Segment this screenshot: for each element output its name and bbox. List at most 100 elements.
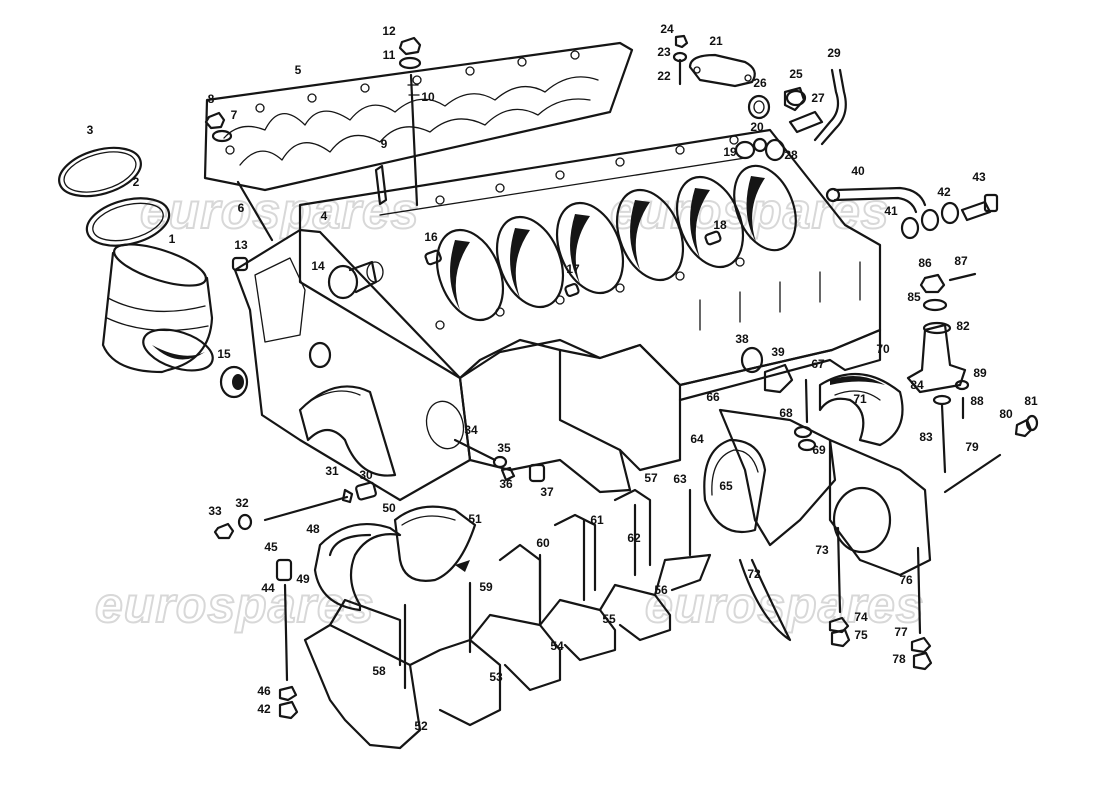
callout-30: 30 [359,468,373,482]
cover-plate-21 [688,53,756,88]
seal-72 [738,558,792,642]
callout-71: 71 [853,392,867,406]
callout-22: 22 [657,69,671,83]
nut-24 [674,34,689,49]
bolt-88-89 [954,379,970,420]
plug-13 [231,256,249,272]
callout-72: 72 [747,567,761,581]
callout-31: 31 [325,464,339,478]
dowel-18 [704,230,722,246]
liner-o-ring [58,146,142,198]
main-bearing-shell-50-51 [393,505,477,582]
callout-78: 78 [892,652,906,666]
callout-42: 42 [937,185,951,199]
callout-37: 37 [540,485,554,499]
washer-23 [672,51,688,63]
callout-20: 20 [750,120,764,134]
callout-18: 18 [713,218,727,232]
cylinder-head-stud [407,73,420,207]
nut-46-42 [278,685,299,720]
gasket-84 [932,394,952,406]
callout-19: 19 [723,145,737,159]
callout-44: 44 [261,581,275,595]
callout-4: 4 [321,209,328,223]
plug-14 [327,260,384,300]
housing-82 [906,321,967,394]
callout-79: 79 [965,440,979,454]
callout-61: 61 [590,513,604,527]
banjo-bolt-43 [960,193,999,222]
callout-41: 41 [884,204,898,218]
callout-15: 15 [217,347,231,361]
callout-39: 39 [771,345,785,359]
nut-80-81 [1014,414,1039,438]
callout-38: 38 [735,332,749,346]
callout-54: 54 [550,639,564,653]
rear-main-cap-70-71 [818,373,904,447]
plug-15 [219,365,249,399]
callout-40: 40 [851,164,865,178]
nut-77-78 [910,636,933,671]
callout-26: 26 [753,76,767,90]
watermark-text-3: eurospares [95,577,375,633]
cylinder-liner [101,243,214,374]
callout-80: 80 [999,407,1013,421]
callout-5: 5 [295,63,302,77]
callout-49: 49 [296,572,310,586]
callout-60: 60 [536,536,550,550]
union-19-20 [734,137,768,160]
callout-88: 88 [970,394,984,408]
callout-27: 27 [811,91,825,105]
watermark-text-4: eurospares [645,577,925,633]
callout-74: 74 [854,610,868,624]
callout-84: 84 [910,378,924,392]
main-cap-studs [403,488,692,690]
callout-68: 68 [779,406,793,420]
nut-33 [213,522,235,540]
pipe-29 [813,68,847,146]
sleeve-30 [355,481,377,501]
callout-64: 64 [690,432,704,446]
washer-32 [237,513,253,531]
plug-25 [783,86,807,112]
callout-45: 45 [264,540,278,554]
callout-29: 29 [827,46,841,60]
callout-10: 10 [421,90,435,104]
callout-28: 28 [784,148,798,162]
callout-46: 46 [257,684,271,698]
callout-12: 12 [382,24,396,38]
washers-41-42 [900,201,960,240]
callout-42: 42 [257,702,271,716]
callout-82: 82 [956,319,970,333]
callout-81: 81 [1024,394,1038,408]
stud-79 [943,453,1002,494]
stud-83 [940,403,947,474]
watermark-text-1: eurospares [140,183,420,239]
dowel-17 [564,282,580,298]
stud-73 [836,526,842,614]
callout-58: 58 [372,664,386,678]
callout-63: 63 [673,472,687,486]
dowel-16 [424,249,442,266]
callout-73: 73 [815,543,829,557]
callout-23: 23 [657,45,671,59]
callout-35: 35 [497,441,511,455]
washer-85 [922,298,948,312]
stud-nut [398,36,422,56]
callout-14: 14 [311,259,325,273]
callout-13: 13 [234,238,248,252]
callout-33: 33 [208,504,222,518]
washer-26 [747,94,771,120]
nut-74-75 [828,616,851,648]
callout-70: 70 [876,342,890,356]
union-27 [788,110,824,134]
washer-68-69 [793,425,817,452]
stud-67 [804,378,809,424]
callout-34: 34 [464,423,478,437]
callout-56: 56 [654,583,668,597]
callout-11: 11 [383,48,396,62]
callout-51: 51 [468,512,482,526]
washer-28 [764,138,786,162]
callout-24: 24 [660,22,674,36]
engine-block [233,128,882,502]
